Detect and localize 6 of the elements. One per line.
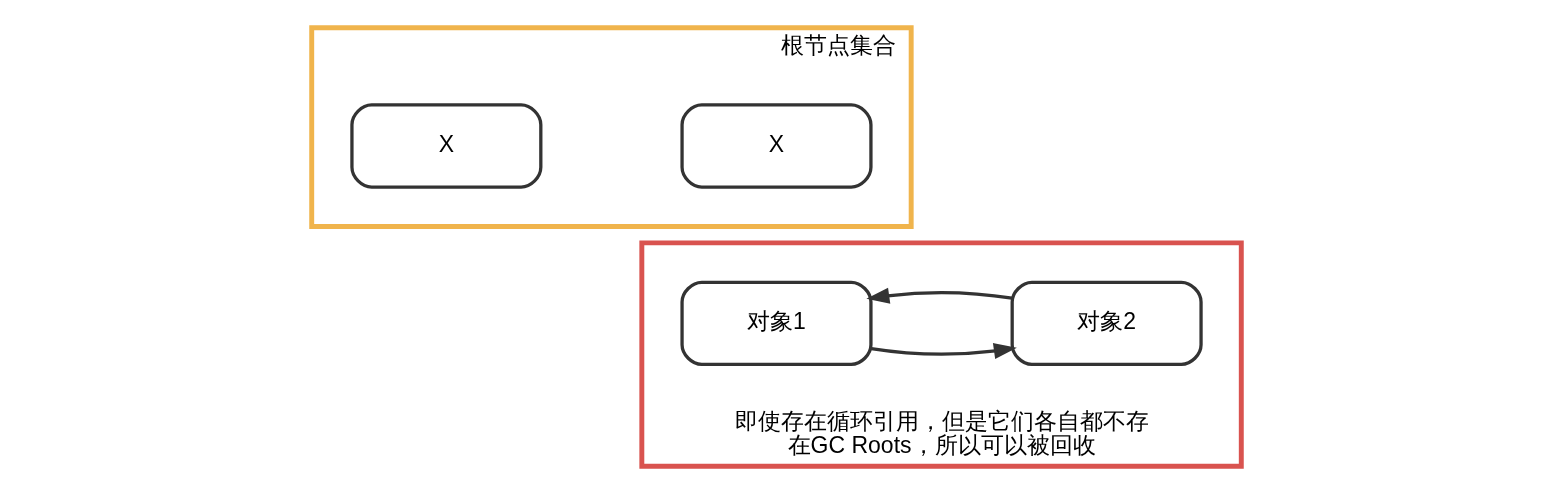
node-box: X — [349, 103, 542, 189]
arrow — [865, 287, 1012, 304]
node-box: 对象2 — [1010, 280, 1203, 367]
node-box: X — [679, 103, 873, 189]
arrow — [870, 343, 1017, 360]
node-box: 对象1 — [679, 280, 873, 367]
